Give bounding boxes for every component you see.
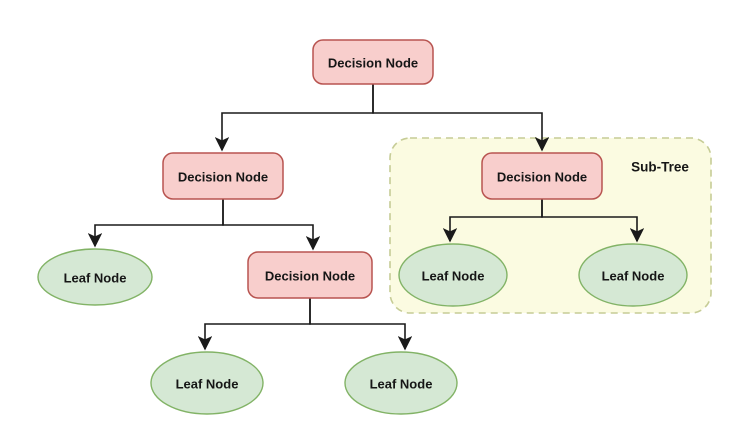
subtree-label: Sub-Tree [631, 160, 689, 175]
node-leaf-bottom-left-shape [150, 351, 264, 415]
node-leaf-sub-right-label: Leaf Node [602, 269, 665, 284]
node-leaf-sub-left: Leaf Node [398, 243, 508, 307]
edge-root-to-decision-sub [372, 84, 550, 152]
node-leaf-bottom-left: Leaf Node [150, 351, 264, 415]
edges [87, 84, 645, 351]
node-leaf-sub-right: Leaf Node [578, 243, 688, 307]
edge-decision-left-to-leaf-left [87, 199, 224, 248]
node-root-shape [312, 39, 434, 85]
node-leaf-bottom-right-shape [344, 351, 458, 415]
node-leaf-sub-left-label: Leaf Node [422, 269, 485, 284]
node-decision-mid: Decision Node [247, 251, 373, 299]
node-leaf-bottom-right-label: Leaf Node [370, 377, 433, 392]
node-decision-mid-shape [247, 251, 373, 299]
node-decision-left-label: Decision Node [178, 170, 268, 185]
node-leaf-bottom-right: Leaf Node [344, 351, 458, 415]
edge-decision-sub-to-leaf-sub-right [541, 199, 645, 243]
node-decision-sub-label: Decision Node [497, 170, 587, 185]
node-root-label: Decision Node [328, 56, 418, 71]
node-decision-left: Decision Node [162, 152, 284, 200]
edge-decision-left-to-decision-mid [222, 199, 321, 251]
node-leaf-bottom-left-label: Leaf Node [176, 377, 239, 392]
node-leaf-left-label: Leaf Node [64, 271, 127, 286]
node-leaf-left: Leaf Node [37, 248, 153, 306]
edge-root-to-decision-left [214, 84, 374, 152]
node-leaf-sub-right-shape [578, 243, 688, 307]
node-decision-mid-label: Decision Node [265, 269, 355, 284]
node-decision-sub: Decision Node [481, 152, 603, 200]
node-decision-sub-shape [481, 152, 603, 200]
node-leaf-sub-left-shape [398, 243, 508, 307]
edge-decision-mid-to-leaf-bottom-right [309, 298, 413, 351]
edge-decision-mid-to-leaf-bottom-left [197, 298, 311, 351]
node-leaf-left-shape [37, 248, 153, 306]
node-root: Decision Node [312, 39, 434, 85]
node-decision-left-shape [162, 152, 284, 200]
